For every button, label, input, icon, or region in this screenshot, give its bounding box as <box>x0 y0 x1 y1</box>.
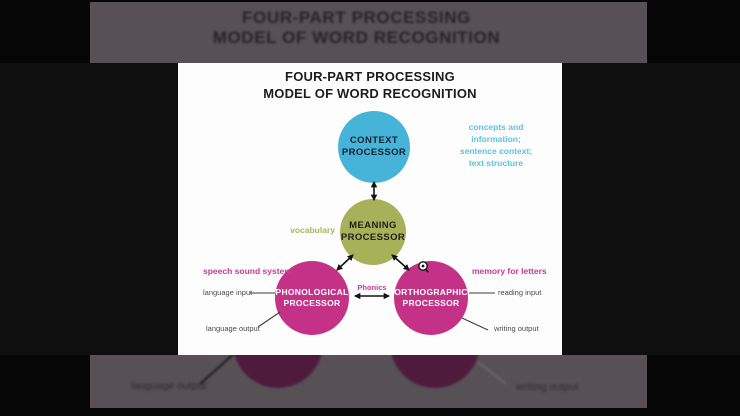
ambient-language-output-line <box>199 355 234 385</box>
phonological-processor-label: PHONOLOGICAL PROCESSOR <box>275 287 349 308</box>
orthographic-processor-node: ORTHOGRAPHIC PROCESSOR <box>394 261 468 335</box>
meaning-processor-node: MEANING PROCESSOR <box>340 199 406 265</box>
phonological-processor-node: PHONOLOGICAL PROCESSOR <box>275 261 349 335</box>
speech-sound-system-annotation: speech sound system <box>203 266 292 276</box>
context-annotation: concepts and information; sentence conte… <box>459 122 533 168</box>
ambient-title: FOUR-PART PROCESSING MODEL OF WORD RECOG… <box>212 8 501 47</box>
diagram-title: FOUR-PART PROCESSING MODEL OF WORD RECOG… <box>263 69 477 101</box>
ambient-connector-lines <box>199 355 507 385</box>
phonics-label: Phonics <box>357 283 387 292</box>
language-output-label: language output <box>206 324 260 333</box>
ambient-bottom-blur: language output writing output <box>90 355 647 408</box>
ambient-top-blur: FOUR-PART PROCESSING MODEL OF WORD RECOG… <box>90 2 647 63</box>
cursor-icon <box>418 261 429 273</box>
vocabulary-annotation: vocabulary <box>290 225 335 235</box>
arrow-meaning-orthographic <box>391 254 410 271</box>
meaning-processor-label: MEANING PROCESSOR <box>340 220 406 243</box>
writing-output-label: writing output <box>494 324 539 333</box>
reading-input-label: reading input <box>498 288 542 297</box>
memory-for-letters-annotation: memory for letters <box>472 266 547 276</box>
slide-card: FOUR-PART PROCESSING MODEL OF WORD RECOG… <box>178 63 562 355</box>
language-output-line <box>257 311 281 328</box>
ambient-bottom-strip: language output writing output <box>90 355 647 408</box>
ambient-writing-output-label: writing output <box>516 381 579 393</box>
context-processor-node: CONTEXT PROCESSOR <box>338 111 410 183</box>
ambient-language-output-label: language output <box>131 380 207 392</box>
ambient-top-strip: FOUR-PART PROCESSING MODEL OF WORD RECOG… <box>90 2 647 63</box>
context-processor-label: CONTEXT PROCESSOR <box>341 135 407 158</box>
ambient-writing-output-line <box>477 361 507 385</box>
language-input-label: language input <box>203 288 253 297</box>
writing-output-line <box>461 317 489 331</box>
arrow-meaning-phonological <box>336 254 354 271</box>
orthographic-processor-label: ORTHOGRAPHIC PROCESSOR <box>394 287 468 308</box>
